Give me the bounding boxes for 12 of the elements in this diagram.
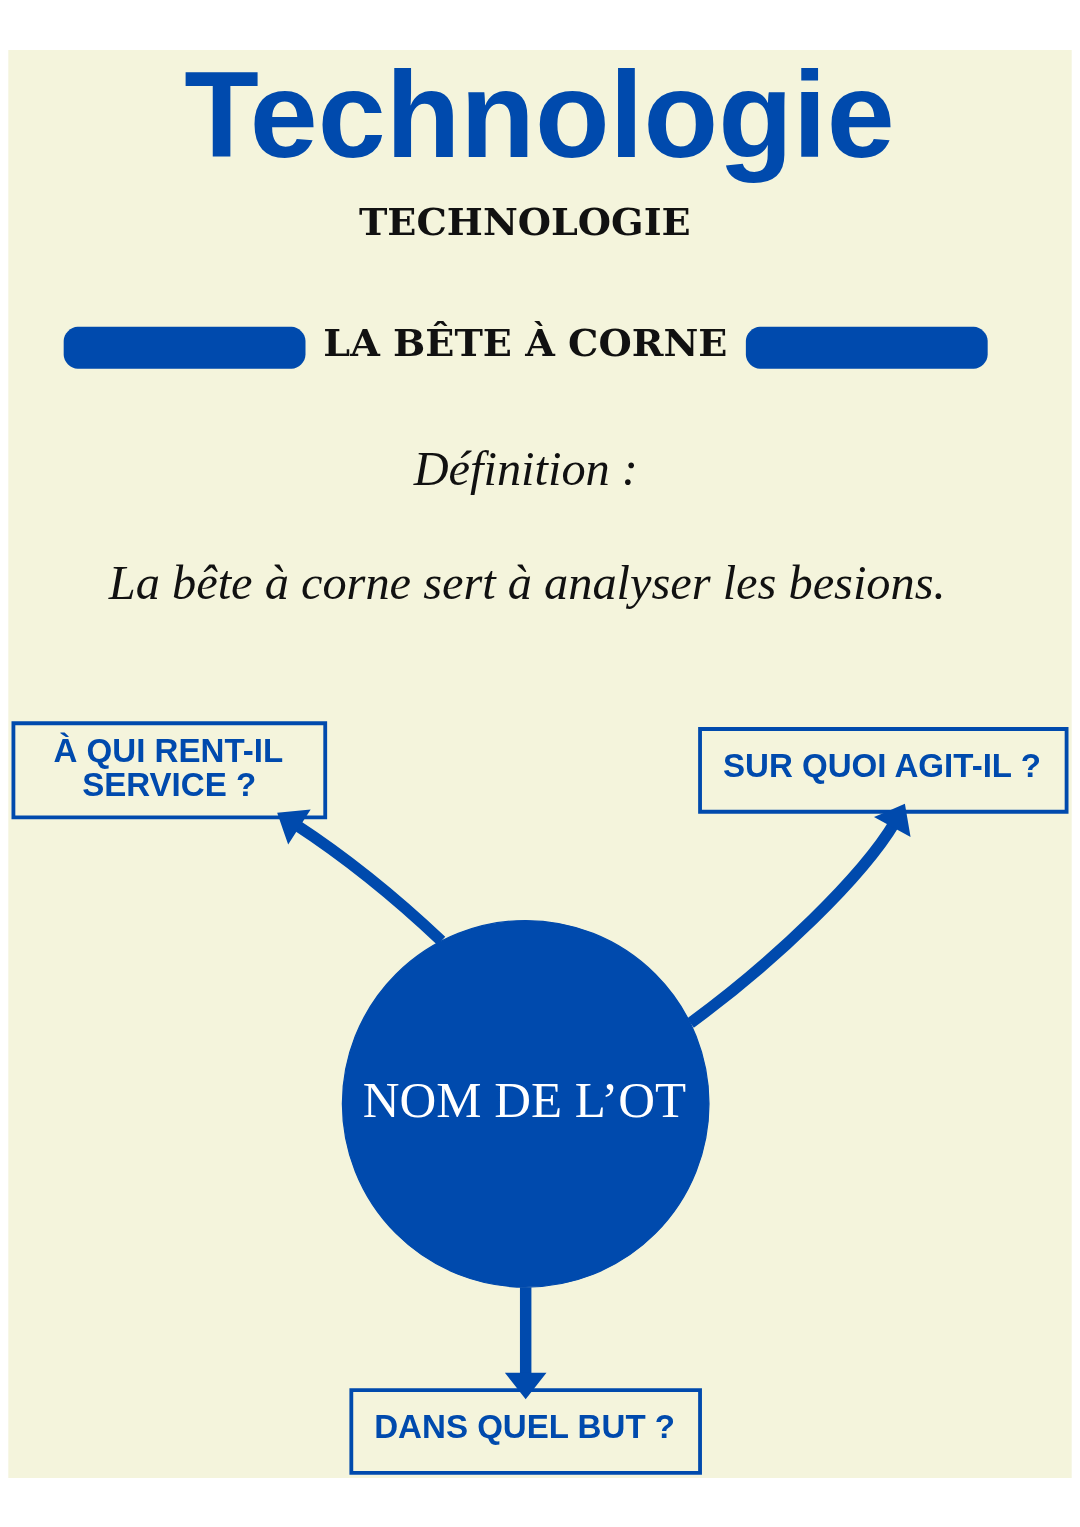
- arrow: [277, 809, 446, 945]
- node-box: À QUI RENT-IL SERVICE ?: [11, 720, 328, 819]
- arrow: [504, 1286, 547, 1399]
- node-box: DANS QUEL BUT ?: [349, 1387, 702, 1475]
- label: TECHNOLOGIE: [358, 198, 691, 244]
- diagram-title: Technologie: [184, 45, 895, 183]
- node-circle: NOM DE L’OT: [341, 919, 710, 1288]
- node-box: SUR QUOI AGIT-IL ?: [698, 726, 1069, 814]
- label: La bête à corne sert à analyser les besions.: [108, 555, 946, 609]
- label: Définition :: [413, 441, 638, 495]
- arrow: [687, 803, 911, 1028]
- label: LA BÊTE À CORNE: [323, 319, 728, 365]
